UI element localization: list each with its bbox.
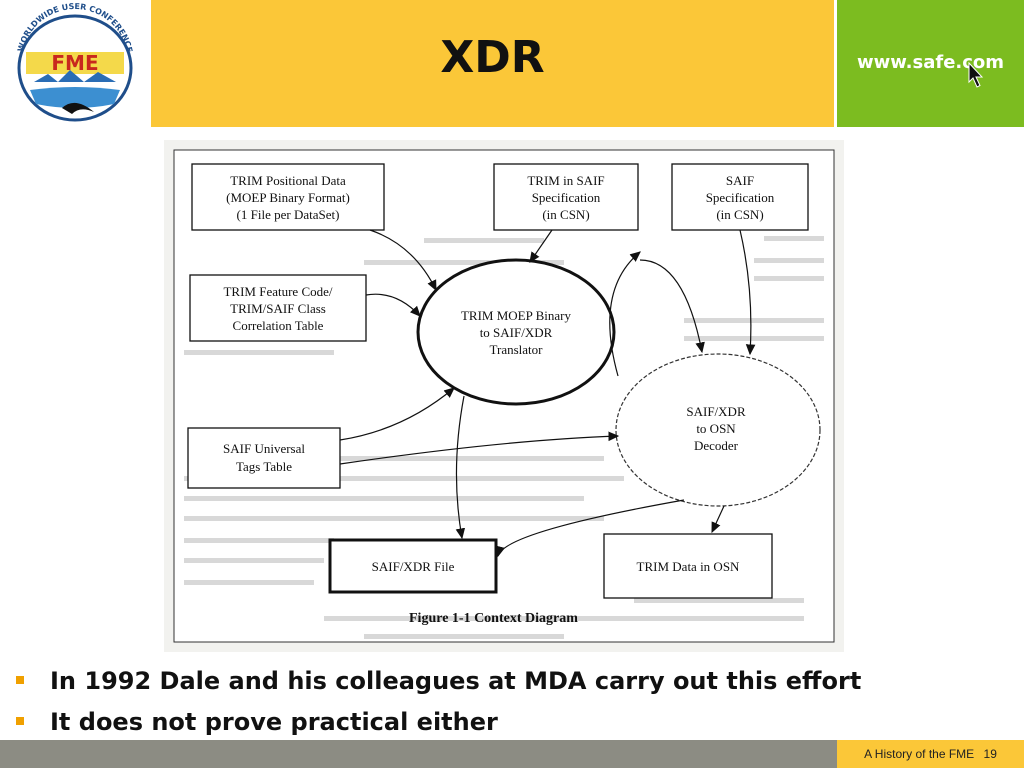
bullet-text: It does not prove practical either bbox=[50, 708, 498, 736]
svg-text:to SAIF/XDR: to SAIF/XDR bbox=[480, 325, 553, 340]
footer-label: A History of the FME bbox=[864, 747, 975, 761]
arrow-decoder-to-trimsaif bbox=[609, 251, 641, 377]
box-trim-positional-data: TRIM Positional Data (MOEP Binary Format… bbox=[191, 163, 385, 231]
title-band: XDR bbox=[151, 0, 834, 127]
conference-logo: WORLDWIDE USER CONFERENCE FME bbox=[0, 0, 150, 127]
box-trim-in-saif-spec: TRIM in SAIF Specification (in CSN) bbox=[493, 163, 639, 231]
arrow-featurecode-to-translator bbox=[365, 293, 421, 317]
svg-text:Translator: Translator bbox=[490, 342, 544, 357]
svg-text:(MOEP Binary Format): (MOEP Binary Format) bbox=[226, 190, 350, 205]
svg-text:TRIM Data in OSN: TRIM Data in OSN bbox=[637, 559, 741, 574]
svg-text:Specification: Specification bbox=[706, 190, 775, 205]
svg-text:to OSN: to OSN bbox=[696, 421, 736, 436]
diagram-caption: Figure 1-1 Context Diagram bbox=[409, 611, 578, 626]
ellipse-decoder: SAIF/XDR to OSN Decoder bbox=[615, 353, 821, 507]
box-saif-specification: SAIF Specification (in CSN) bbox=[671, 163, 809, 231]
svg-text:SAIF Universal: SAIF Universal bbox=[223, 441, 305, 456]
bullet-square-icon bbox=[16, 717, 24, 725]
arrow-trimsaif-to-translator bbox=[529, 229, 553, 263]
svg-text:(in CSN): (in CSN) bbox=[716, 207, 763, 222]
svg-text:SAIF/XDR File: SAIF/XDR File bbox=[372, 559, 455, 574]
fme-conference-logo-icon: WORLDWIDE USER CONFERENCE FME bbox=[16, 2, 134, 122]
ellipse-translator: TRIM MOEP Binary to SAIF/XDR Translator bbox=[416, 258, 616, 406]
bullet-square-icon bbox=[16, 676, 24, 684]
bullet-item: It does not prove practical either bbox=[14, 703, 861, 744]
brand-url[interactable]: www.safe.com bbox=[856, 52, 1005, 73]
page-number: 19 bbox=[983, 747, 997, 761]
diagram-connectors bbox=[339, 229, 756, 558]
arrow-trimsaif-to-decoder bbox=[639, 259, 705, 354]
svg-text:TRIM MOEP Binary: TRIM MOEP Binary bbox=[461, 308, 572, 323]
footer-tag: A History of the FME 19 bbox=[837, 740, 1024, 768]
header-divider-left bbox=[149, 0, 151, 127]
header-divider-right bbox=[835, 0, 837, 127]
slide-title: XDR bbox=[440, 32, 545, 83]
arrow-decoder-from-xdrfile bbox=[495, 499, 685, 558]
bleed-through-text bbox=[184, 236, 824, 639]
svg-text:TRIM Positional Data: TRIM Positional Data bbox=[230, 173, 346, 188]
svg-text:SAIF: SAIF bbox=[726, 173, 754, 188]
svg-text:Decoder: Decoder bbox=[694, 438, 739, 453]
svg-text:(in CSN): (in CSN) bbox=[542, 207, 589, 222]
svg-text:(1 File per DataSet): (1 File per DataSet) bbox=[237, 207, 340, 222]
svg-text:Correlation Table: Correlation Table bbox=[233, 318, 324, 333]
arrow-saifspec-to-decoder bbox=[739, 229, 756, 356]
mouse-pointer-icon bbox=[968, 62, 984, 88]
svg-text:Specification: Specification bbox=[532, 190, 601, 205]
svg-text:Tags Table: Tags Table bbox=[236, 459, 292, 474]
svg-text:TRIM/SAIF Class: TRIM/SAIF Class bbox=[230, 301, 326, 316]
box-saif-xdr-file: SAIF/XDR File bbox=[328, 538, 498, 594]
box-feature-code-table: TRIM Feature Code/ TRIM/SAIF Class Corre… bbox=[189, 274, 367, 342]
box-universal-tags-table: SAIF Universal Tags Table bbox=[187, 427, 341, 489]
box-trim-data-osn: TRIM Data in OSN bbox=[603, 533, 773, 599]
brand-band: www.safe.com bbox=[837, 0, 1024, 127]
arrow-tags-to-translator bbox=[339, 387, 455, 441]
bullet-list: In 1992 Dale and his colleagues at MDA c… bbox=[14, 662, 861, 744]
bullet-item: In 1992 Dale and his colleagues at MDA c… bbox=[14, 662, 861, 703]
svg-text:FME: FME bbox=[51, 51, 98, 75]
arrow-translator-to-xdrfile bbox=[455, 395, 466, 540]
arrow-positional-to-translator bbox=[369, 229, 437, 292]
context-diagram: TRIM Positional Data (MOEP Binary Format… bbox=[164, 140, 844, 652]
svg-text:SAIF/XDR: SAIF/XDR bbox=[686, 404, 746, 419]
arrow-decoder-to-osn bbox=[711, 505, 725, 534]
svg-text:TRIM Feature Code/: TRIM Feature Code/ bbox=[223, 284, 332, 299]
arrow-tags-to-decoder bbox=[339, 431, 620, 465]
bullet-text: In 1992 Dale and his colleagues at MDA c… bbox=[50, 667, 862, 695]
svg-text:TRIM in SAIF: TRIM in SAIF bbox=[527, 173, 604, 188]
